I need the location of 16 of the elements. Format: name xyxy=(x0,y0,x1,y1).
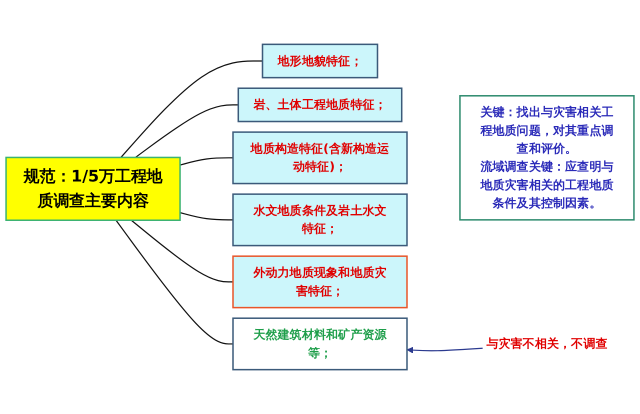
arrow xyxy=(406,346,483,354)
node-box: 岩、土体工程地质特征； xyxy=(238,87,402,122)
connector xyxy=(180,212,233,220)
node-box: 水文地质条件及岩土水文特征； xyxy=(232,193,408,246)
connector xyxy=(116,220,233,345)
connector xyxy=(130,220,233,282)
node-box: 天然建筑材料和矿产资源等； xyxy=(232,317,408,370)
node-box: 规范：1/5万工程地质调查主要内容 xyxy=(5,156,181,221)
node-box: 外动力地质现象和地质灾害特征； xyxy=(232,255,408,308)
connector xyxy=(135,104,238,158)
node-box: 地形地貌特征； xyxy=(262,44,378,78)
connector xyxy=(120,60,262,158)
node-box: 地质构造特征(含新构造运动特征)； xyxy=(232,131,408,184)
node-box: 关键：找出与灾害相关工程地质问题，对其重点调查和评价。 流域调查关键：应查明与地质灾害相关的工程地质条件及其控制因素。 xyxy=(459,95,635,221)
node-text: 与灾害不相关，不调查 xyxy=(486,336,608,351)
connector xyxy=(180,157,233,166)
